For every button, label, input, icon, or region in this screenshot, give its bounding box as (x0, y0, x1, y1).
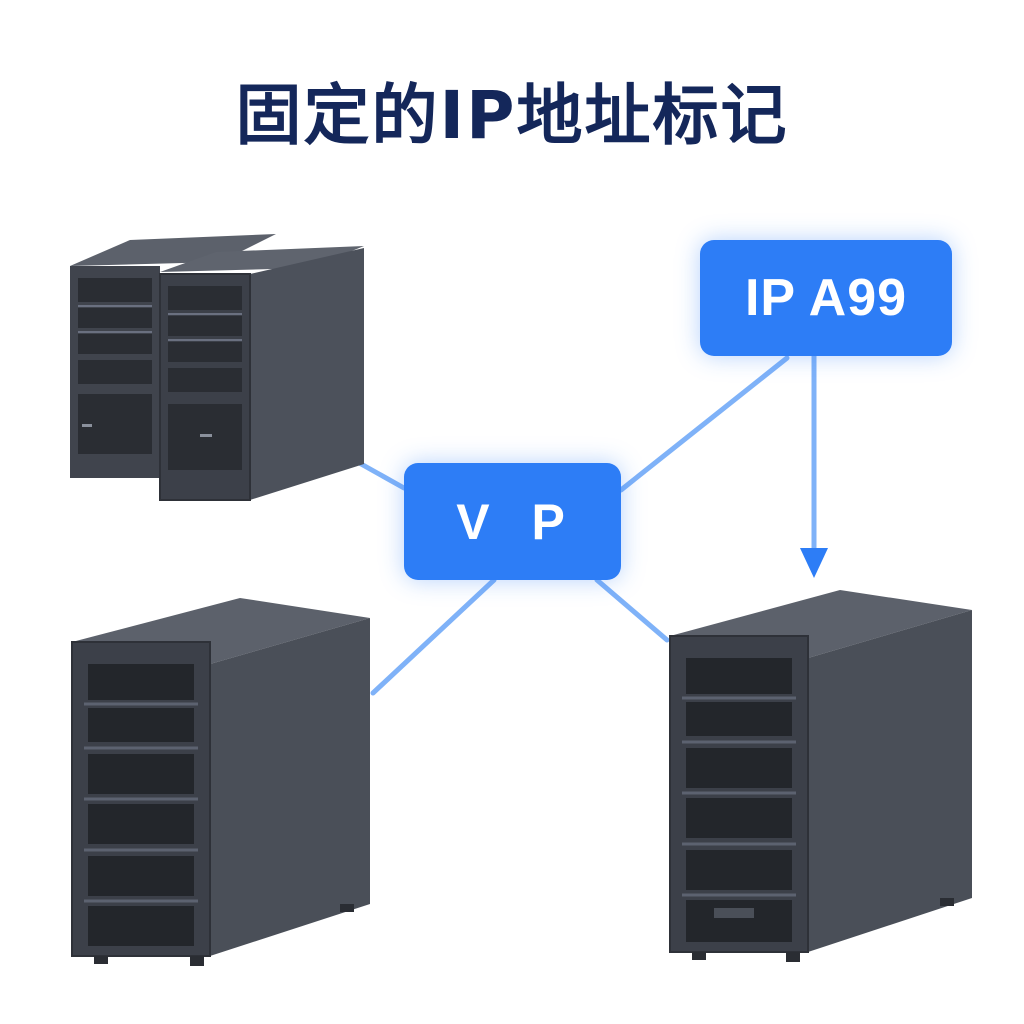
connector-vp-to-server-bottom-right (594, 577, 670, 643)
diagram-title: 固定的IP地址标记 (235, 77, 789, 154)
server-tower-icon (669, 590, 972, 962)
connector-vp-to-ip (618, 355, 790, 493)
server-rack-icon (70, 234, 364, 501)
vp-node-label: V P (404, 463, 621, 580)
arrow-down-icon (800, 548, 828, 578)
connector-vp-to-server-bottom-left (370, 577, 497, 696)
server-tower-icon (71, 598, 370, 966)
ip-address-label: IP A99 (700, 240, 952, 356)
